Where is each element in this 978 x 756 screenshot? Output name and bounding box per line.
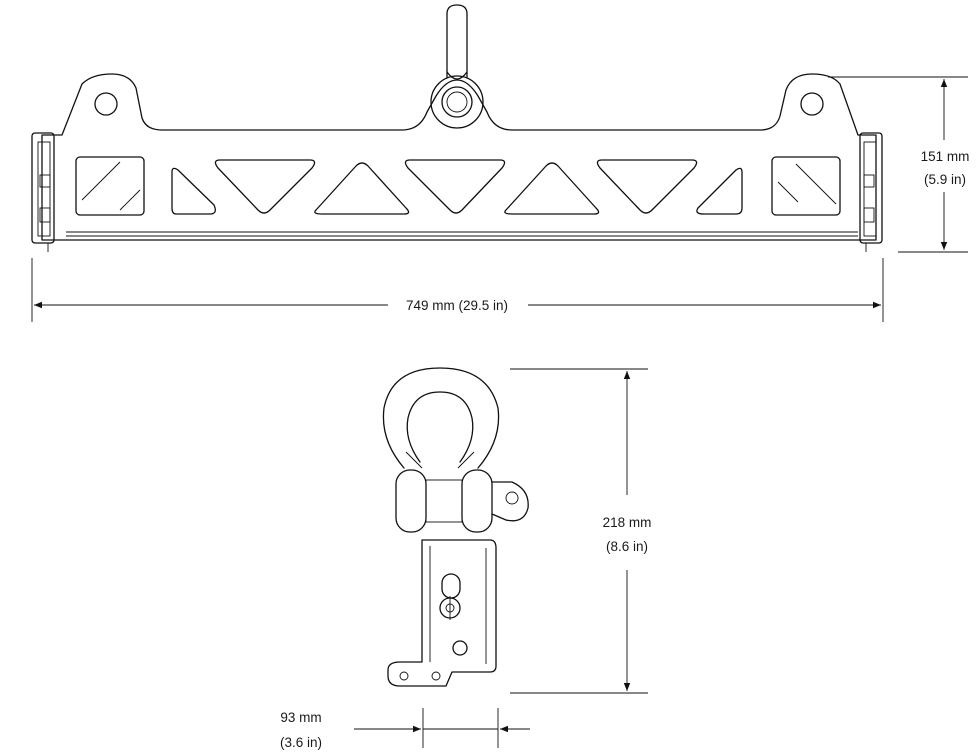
height-dimension xyxy=(828,76,968,253)
side-shackle xyxy=(382,367,529,533)
side-view xyxy=(354,367,648,748)
right-end-plate xyxy=(859,132,883,252)
width-dimension xyxy=(31,258,884,322)
side-depth-in: (3.6 in) xyxy=(280,735,322,750)
beam-outline xyxy=(41,73,877,241)
top-shackle xyxy=(430,4,484,129)
left-end-plate xyxy=(31,132,55,252)
side-bracket xyxy=(387,539,497,687)
side-height-mm: 218 mm xyxy=(603,515,652,530)
front-view xyxy=(31,4,968,322)
beam-width-label: 749 mm (29.5 in) xyxy=(406,298,508,313)
left-ear-hole xyxy=(94,92,118,116)
beam-height-in: (5.9 in) xyxy=(924,172,966,187)
beam-height-mm: 151 mm xyxy=(921,149,970,164)
beam-cutouts xyxy=(75,156,841,216)
right-ear-hole xyxy=(800,92,824,116)
side-depth-mm: 93 mm xyxy=(280,710,321,725)
side-height-in: (8.6 in) xyxy=(606,539,648,554)
side-depth-dimension xyxy=(354,708,530,748)
side-height-dimension xyxy=(510,368,648,694)
